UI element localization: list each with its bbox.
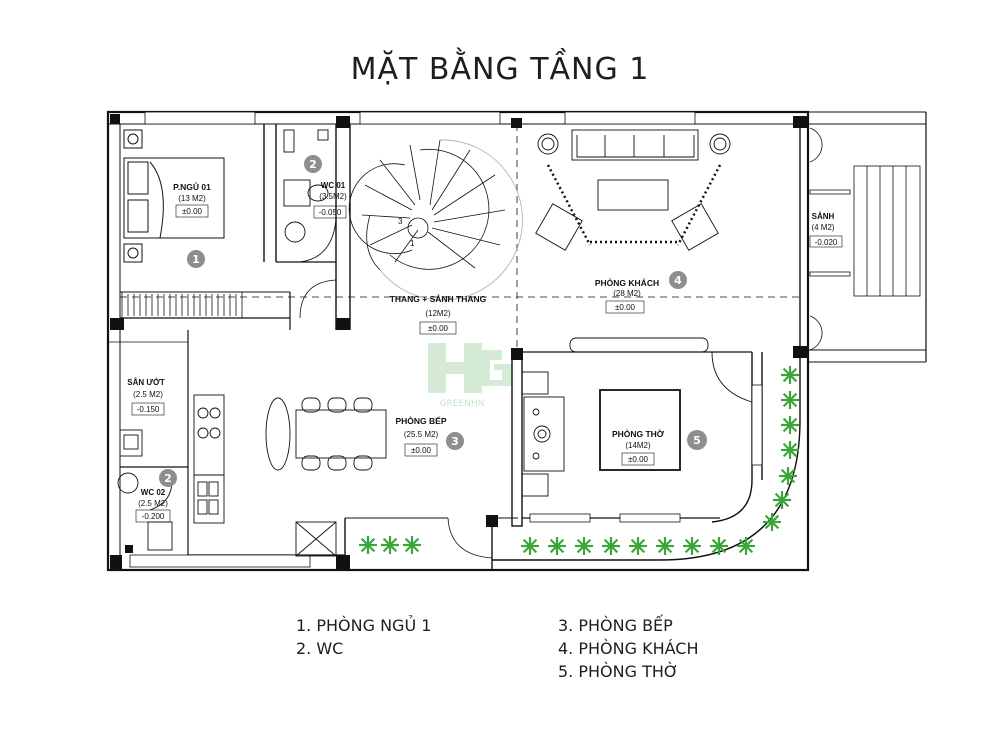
plant-icon [656, 537, 674, 555]
label-stair-hall: THANG + SẢNH THANG [390, 293, 487, 304]
entrance-steps [809, 127, 921, 351]
plant-icon [773, 491, 791, 509]
legend-item-4: 4. PHÒNG KHÁCH [558, 639, 699, 658]
kitchen-furniture [193, 394, 387, 557]
plant-icon [381, 536, 399, 554]
structural-columns [110, 114, 807, 569]
level-stair-hall: ±0.00 [428, 324, 449, 333]
wc01-fixtures [283, 129, 337, 263]
plant-icon [737, 537, 755, 555]
plant-icon [521, 537, 539, 555]
area-hall: (4 M2) [811, 223, 834, 232]
level-bedroom-1: ±0.00 [182, 207, 203, 216]
legend-item-3: 3. PHÒNG BẾP [558, 616, 673, 635]
room-labels: P.NGỦ 01 (13 M2) ±0.00 WC 01 (3.5M2) -0.… [127, 181, 843, 523]
marker-3: 3 [451, 435, 459, 448]
label-wet-yard: SÂN ƯỚT [127, 378, 165, 387]
marker-2-wc02: 2 [164, 472, 172, 485]
level-altar-room: ±0.00 [628, 455, 649, 464]
walls [106, 110, 927, 572]
level-wc-02: -0.200 [142, 512, 165, 521]
area-kitchen: (25.5 M2) [404, 430, 439, 439]
area-wc-01: (3.5M2) [319, 192, 347, 201]
area-altar-room: (14M2) [625, 441, 651, 450]
wardrobe [121, 291, 243, 319]
plant-icon [763, 513, 781, 531]
level-wc-01: -0.050 [319, 208, 342, 217]
level-wet-yard: -0.150 [137, 405, 160, 414]
plant-icon [781, 416, 799, 434]
plant-icon [403, 536, 421, 554]
area-wc-02: (2.5 M2) [138, 499, 168, 508]
plant-icon [683, 537, 701, 555]
altar-furniture [521, 337, 753, 497]
bed [123, 129, 225, 263]
marker-4: 4 [674, 274, 682, 287]
plant-icon [602, 537, 620, 555]
legend-column-1: 1. PHÒNG NGỦ 1 2. WC [296, 614, 431, 660]
plant-icon [710, 537, 728, 555]
windows [129, 111, 763, 568]
watermark-logo: GREENHN [428, 343, 512, 409]
label-kitchen: PHÒNG BẾP [395, 415, 446, 426]
plant-icon [575, 537, 593, 555]
plant-icon [548, 537, 566, 555]
label-wc-02: WC 02 [141, 488, 166, 497]
legend-item-1: 1. PHÒNG NGỦ 1 [296, 616, 432, 635]
plant-icon [629, 537, 647, 555]
watermark-text: GREENHN [440, 399, 485, 409]
spiral-stair [348, 139, 523, 301]
label-living-room: PHÒNG KHÁCH [595, 277, 659, 288]
plan-title: MẶT BẰNG TẦNG 1 [350, 52, 650, 87]
marker-1: 1 [192, 253, 200, 266]
level-kitchen: ±0.00 [411, 446, 432, 455]
marker-5: 5 [693, 434, 701, 447]
area-stair-hall: (12M2) [425, 309, 451, 318]
label-hall: SẢNH [812, 212, 835, 221]
level-hall: -0.020 [815, 238, 838, 247]
plant-icon [359, 536, 377, 554]
plant-icon [781, 441, 799, 459]
stair-step-1: 1 [410, 239, 415, 248]
level-living-room: ±0.00 [615, 303, 636, 312]
room-markers: 1 2 2 3 4 5 [159, 155, 707, 487]
stair-step-3: 3 [398, 217, 403, 226]
area-wet-yard: (2.5 M2) [133, 390, 163, 399]
plant-icon [781, 391, 799, 409]
label-altar-room: PHÒNG THỜ [612, 428, 665, 439]
legend-column-2: 3. PHÒNG BẾP 4. PHÒNG KHÁCH 5. PHÒNG THỜ [558, 614, 698, 683]
doors [299, 279, 493, 559]
plant-icon [779, 467, 797, 485]
area-living-room: (28 M2) [613, 289, 641, 298]
label-wc-01: WC 01 [321, 181, 346, 190]
garden-plants [359, 366, 799, 555]
label-bedroom-1: P.NGỦ 01 [173, 181, 211, 192]
marker-2-wc01: 2 [309, 158, 317, 171]
living-furniture [535, 129, 731, 251]
plant-icon [781, 366, 799, 384]
area-bedroom-1: (13 M2) [178, 194, 206, 203]
legend-item-2: 2. WC [296, 639, 344, 658]
legend-item-5: 5. PHÒNG THỜ [558, 662, 679, 681]
